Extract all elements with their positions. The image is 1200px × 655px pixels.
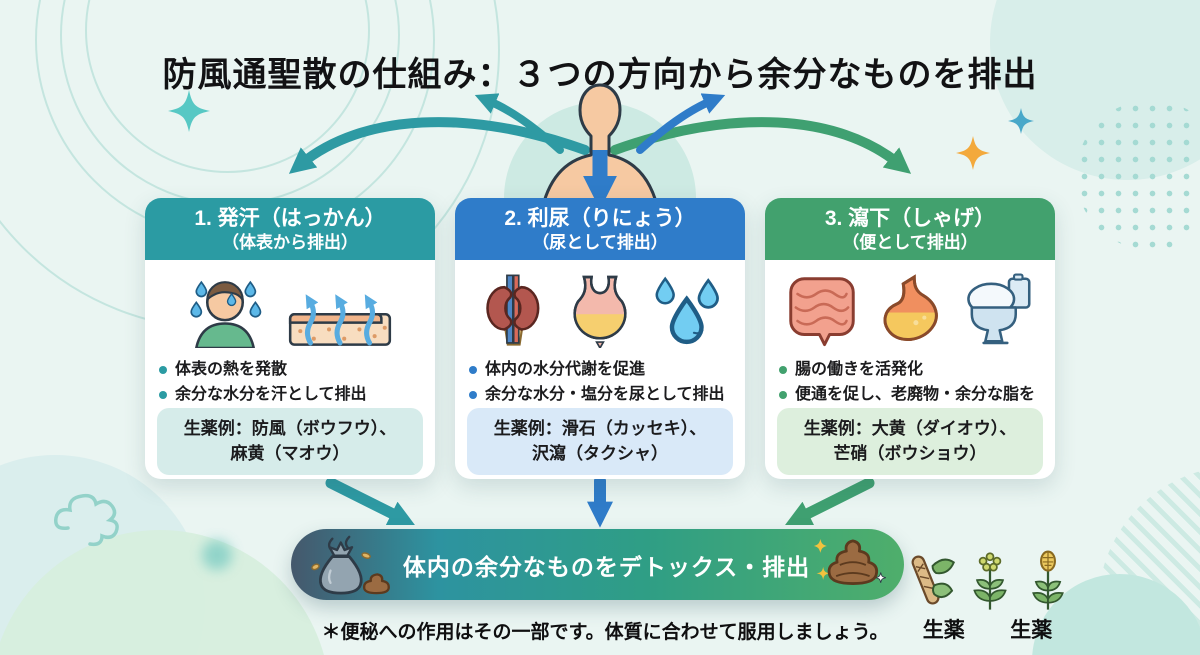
sweating-person-icon	[190, 281, 262, 349]
card-title: 3. 瀉下（しゃげ）	[824, 207, 996, 230]
herb-footer: 生薬 生薬	[900, 550, 1075, 644]
card-subtitle: （体表から排出）	[222, 233, 358, 253]
card-header: 1. 発汗（はっかん） （体表から排出）	[145, 198, 435, 261]
arrow-up-left	[474, 93, 564, 154]
card-diuresis: 2. 利尿（りにょう） （尿として排出）	[455, 198, 745, 479]
stomach-icon	[883, 274, 938, 342]
card-header: 3. 瀉下（しゃげ） （便として排出）	[765, 198, 1055, 261]
footnote: ＊便秘への作用はその一部です。体質に合わせて服用しましょう。	[321, 622, 889, 643]
herb-example-box: 生薬例：大黄（ダイオウ）、 芒硝（ボウショウ）	[777, 407, 1043, 475]
bullet-item: 余分な水分・塩分を尿として排出	[469, 383, 731, 408]
card-subtitle: （尿として排出）	[532, 233, 668, 253]
bullet-item: 体表の熱を発散	[159, 358, 421, 383]
herb-example-box: 生薬例：滑石（カッセキ）、 沢瀉（タクシャ）	[467, 407, 733, 475]
intestines-icon	[789, 277, 855, 347]
card-header: 2. 利尿（りにょう） （尿として排出）	[455, 198, 745, 261]
bullet-list: 体表の熱を発散 余分な水分を汗として排出	[159, 358, 421, 408]
herb-label: 生薬	[1010, 619, 1053, 642]
card-title: 1. 発汗（はっかん）	[194, 207, 386, 230]
herb-berry-plant-icon	[973, 552, 1007, 610]
detox-banner: 体内の余分なものをデトックス・排出	[291, 529, 904, 600]
kidneys-icon	[486, 274, 540, 347]
bullet-item: 余分な水分を汗として排出	[159, 383, 421, 408]
poop-icon	[813, 538, 887, 585]
bullet-item: 体内の水分代謝を促進	[469, 358, 731, 383]
card-subtitle: （便として排出）	[842, 233, 978, 253]
bullet-item: 便通を促し、老廃物・余分な脂を	[779, 383, 1041, 408]
herb-grain-plant-icon	[1032, 550, 1064, 610]
card-sweating: 1. 発汗（はっかん） （体表から排出）	[145, 198, 435, 479]
bullet-list: 腸の働きを活発化 便通を促し、老廃物・余分な脂を	[779, 358, 1041, 408]
bullet-list: 体内の水分代謝を促進 余分な水分・塩分を尿として排出	[469, 358, 731, 408]
toilet-icon	[967, 273, 1031, 345]
card-title: 2. 利尿（りにょう）	[504, 207, 696, 230]
bullet-item: 腸の働きを活発化	[779, 358, 1041, 383]
banner-text: 体内の余分なものをデトックス・排出	[402, 553, 811, 580]
herb-label: 生薬	[922, 619, 965, 642]
herb-example-box: 生薬例：防風（ボウフウ）、 麻黄（マオウ）	[157, 407, 423, 475]
arrow-up-right	[636, 93, 726, 154]
arrow-card1-to-banner	[325, 477, 415, 525]
arrow-card3-to-banner	[785, 477, 875, 525]
skin-sweat-arrows-icon	[288, 294, 392, 347]
herb-root-leaves-icon	[911, 555, 956, 605]
poop-small-icon	[362, 572, 390, 594]
bladder-icon	[573, 276, 627, 349]
trash-bag-icon	[311, 535, 390, 595]
water-drops-icon	[655, 277, 719, 345]
card-purgation: 3. 瀉下（しゃげ） （便として排出）	[765, 198, 1055, 479]
